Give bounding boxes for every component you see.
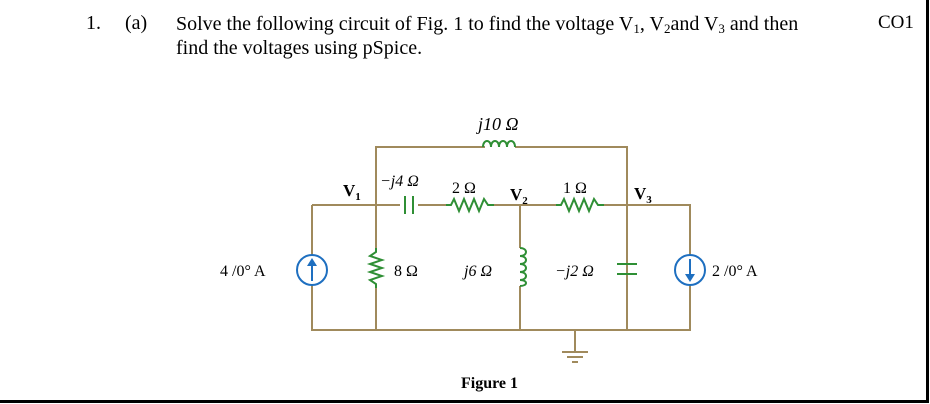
question-line1: Solve the following circuit of Fig. 1 to… bbox=[176, 13, 799, 36]
label-j4: −j4 Ω bbox=[380, 173, 419, 190]
resistor-2ohm bbox=[446, 196, 494, 214]
top-loop-wire bbox=[375, 146, 628, 205]
resistor-1ohm bbox=[556, 196, 604, 214]
label-j10: j10 Ω bbox=[476, 114, 519, 134]
label-r8: 8 Ω bbox=[394, 263, 418, 280]
label-source-right: 2 /0° A bbox=[712, 263, 758, 280]
inductor-j6 bbox=[519, 247, 527, 287]
current-source-right bbox=[674, 254, 706, 286]
course-outcome-label: CO1 bbox=[878, 12, 914, 33]
label-node-v3: V3 bbox=[634, 184, 652, 206]
label-node-v1: V1 bbox=[343, 181, 361, 203]
question-text: Solve the following circuit of Fig. 1 to… bbox=[176, 12, 836, 60]
capacitor-j2 bbox=[617, 263, 637, 275]
circuit-wires bbox=[311, 146, 691, 352]
arrow-down-icon bbox=[685, 274, 695, 282]
ground-icon bbox=[562, 351, 588, 363]
question-line2: find the voltages using pSpice. bbox=[176, 37, 423, 59]
current-source-left bbox=[296, 254, 328, 286]
label-r1: 1 Ω bbox=[563, 180, 587, 197]
label-r2: 2 Ω bbox=[452, 180, 476, 197]
arrow-up-icon bbox=[307, 258, 317, 266]
label-node-v2: V2 bbox=[510, 185, 528, 207]
capacitor-j4 bbox=[404, 196, 414, 214]
figure-caption: Figure 1 bbox=[461, 375, 518, 392]
inductor-j10 bbox=[482, 140, 516, 148]
label-source-left: 4 /0° A bbox=[220, 263, 266, 280]
label-j6: j6 Ω bbox=[462, 263, 492, 280]
question-number: 1. bbox=[86, 12, 101, 34]
right-source-wire bbox=[627, 204, 691, 331]
label-j2: −j2 Ω bbox=[555, 263, 594, 280]
cap-gap bbox=[400, 200, 418, 212]
resistor-8ohm bbox=[366, 248, 386, 288]
question-part: (a) bbox=[125, 12, 148, 34]
